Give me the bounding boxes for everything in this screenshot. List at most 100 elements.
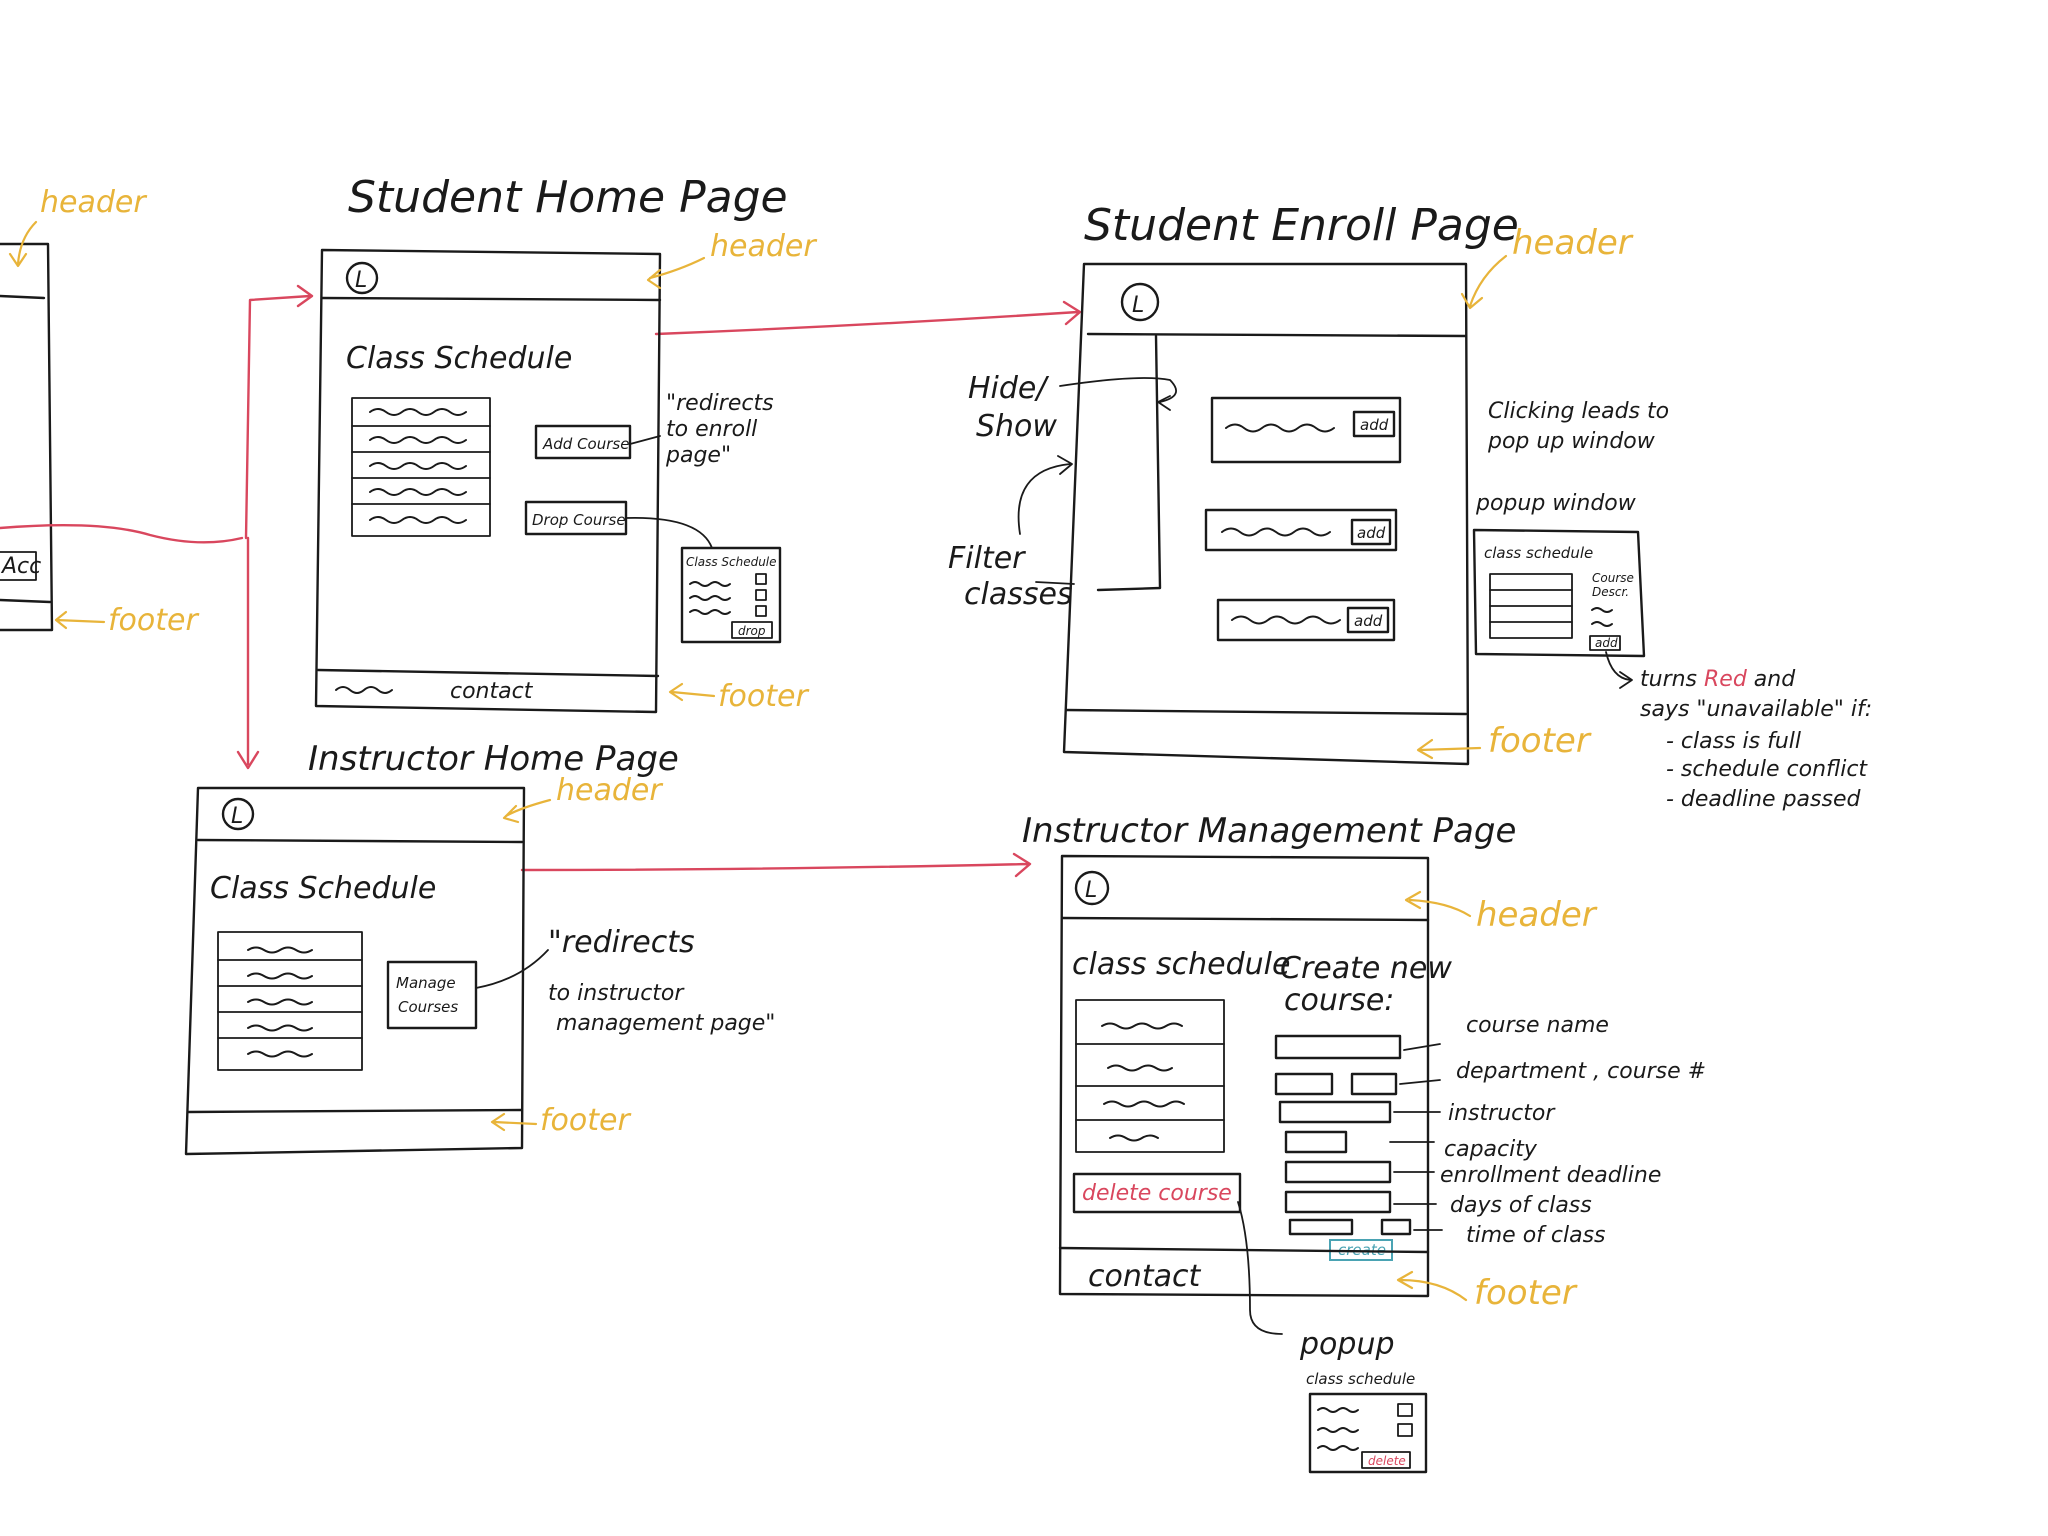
course-add-button[interactable] [1350, 518, 1392, 546]
instructor-home-logo-letter: L [231, 804, 243, 829]
student-home-header-arrow [646, 256, 706, 290]
delete-popup-button-label: delete [1368, 1454, 1406, 1468]
course-card: add [1210, 396, 1402, 464]
create-course-heading-line-2: course: [1284, 983, 1394, 1018]
delete-popup-checkbox[interactable] [1397, 1403, 1413, 1417]
manage-note-line-1: "redirects [548, 925, 695, 960]
partial-frame-outline [0, 242, 54, 632]
add-course-note-line-2: to enroll [666, 417, 757, 442]
student-enroll-frame [1062, 262, 1470, 766]
partial-header-divider [0, 294, 46, 300]
manage-courses-button[interactable] [386, 960, 478, 1030]
manage-note-line-3: management page" [556, 1011, 775, 1036]
add-course-button[interactable] [534, 424, 632, 460]
click-note-line-2: pop up window [1487, 429, 1656, 454]
partial-footer-arrow [54, 610, 106, 630]
end-time-field[interactable] [1380, 1218, 1412, 1236]
instructor-mgmt-footer-label: footer [1474, 1273, 1578, 1313]
turns-red-connector [1605, 651, 1633, 689]
schedule-entry-line [369, 462, 467, 470]
flow-arrow-to-enroll [654, 300, 1082, 336]
click-note-line-1: Clicking leads to [1488, 399, 1669, 424]
partial-footer-label: footer [108, 603, 199, 638]
enroll-popup-desc-line-2: Descr. [1592, 585, 1629, 599]
instructor-field[interactable] [1278, 1100, 1392, 1124]
partial-account-button[interactable] [0, 551, 37, 581]
course-add-button[interactable] [1352, 410, 1396, 438]
instructor-home-schedule-list [217, 931, 363, 1071]
enrollment-deadline-field[interactable] [1284, 1160, 1392, 1184]
schedule-entry-line [247, 946, 313, 954]
course-number-field[interactable] [1350, 1072, 1398, 1096]
student-home-footer-label: footer [718, 679, 809, 714]
unavailable-condition: - schedule conflict [1666, 757, 1868, 782]
instructor-home-header-arrow [502, 798, 552, 824]
delete-popup-label: popup [1299, 1327, 1395, 1362]
course-card-frame [1216, 598, 1396, 642]
schedule-entry-line [1109, 1134, 1159, 1142]
field-label-instructor: instructor [1448, 1101, 1556, 1126]
start-time-field[interactable] [1288, 1218, 1354, 1236]
drop-popup-checkbox[interactable] [755, 573, 767, 585]
student-home-footer-divider [316, 668, 660, 678]
instructor-mgmt-section-title: class schedule [1072, 947, 1290, 982]
manage-note-connector [475, 949, 549, 989]
instructor-home-header-divider [196, 838, 524, 844]
student-home-header-label: header [710, 229, 817, 264]
instructor-home-logo [221, 797, 255, 831]
drop-popup-checkbox[interactable] [755, 605, 767, 617]
student-enroll-title: Student Enroll Page [1084, 200, 1519, 251]
delete-popup-button[interactable] [1361, 1451, 1411, 1469]
instructor-mgmt-schedule-list [1075, 999, 1225, 1153]
instructor-mgmt-footer-text: contact [1088, 1259, 1202, 1294]
capacity-field[interactable] [1284, 1130, 1348, 1154]
filter-label-line-1: Filter [948, 541, 1026, 576]
student-enroll-footer-label: footer [1488, 721, 1592, 761]
delete-popup-checkbox[interactable] [1397, 1423, 1413, 1437]
student-home-section-title: Class Schedule [346, 341, 572, 376]
delete-popup-frame [1308, 1392, 1428, 1474]
flow-arrow-login-to-split [0, 524, 244, 544]
turns-red-post: and [1747, 667, 1796, 692]
field-label-department: department , course # [1456, 1059, 1706, 1084]
schedule-entry-line [247, 998, 313, 1006]
manage-note-line-2: to instructor [548, 981, 685, 1006]
enroll-popup-add-button[interactable] [1589, 635, 1621, 651]
instructor-home-wireframe: Instructor Home Page L Class Schedule Ma… [184, 739, 775, 1156]
student-enroll-header-label: header [1512, 223, 1634, 263]
course-name-field[interactable] [1274, 1034, 1402, 1060]
drop-popup-title: Class Schedule [686, 555, 777, 569]
delete-popup-connector [1237, 1201, 1283, 1335]
schedule-entry-line [247, 1050, 313, 1058]
drop-popup-entries [689, 581, 731, 615]
student-home-logo [345, 261, 379, 295]
drop-popup-checkbox[interactable] [755, 589, 767, 601]
enroll-popup-window: class schedule Course Descr. add [1472, 528, 1646, 658]
student-home-footer-squiggle [335, 686, 393, 694]
schedule-entry-line [247, 1024, 313, 1032]
hide-show-label-line-2: Show [976, 409, 1057, 444]
schedule-list-dividers [351, 425, 491, 505]
days-of-class-field[interactable] [1284, 1190, 1392, 1214]
turns-red-note-line-1: turns Red and [1640, 667, 1796, 692]
schedule-list-box [217, 931, 363, 1071]
student-home-footer-text: contact [450, 679, 534, 704]
flow-arrow-to-instructor-home [236, 536, 260, 770]
manage-courses-label-line-1: Manage [396, 974, 456, 992]
filter-connector [1035, 581, 1075, 585]
add-course-note-line-3: page" [665, 443, 731, 468]
filter-sidebar-panel[interactable] [1096, 334, 1162, 592]
course-card-frame [1210, 396, 1402, 464]
instructor-home-footer-arrow [490, 1112, 538, 1132]
flow-arrow-to-student-home [244, 284, 314, 540]
student-home-wireframe: Student Home Page L Class Schedule Add C… [314, 172, 817, 714]
delete-course-button[interactable] [1072, 1172, 1242, 1214]
turns-red-note-line-2: says "unavailable" if: [1640, 697, 1872, 722]
course-add-button[interactable] [1346, 606, 1390, 634]
drop-popup-button[interactable] [731, 621, 773, 639]
delete-course-button-label: delete course [1082, 1181, 1232, 1206]
instructor-mgmt-header-label: header [1476, 895, 1598, 935]
student-enroll-logo-letter: L [1132, 293, 1144, 318]
department-field[interactable] [1274, 1072, 1334, 1096]
